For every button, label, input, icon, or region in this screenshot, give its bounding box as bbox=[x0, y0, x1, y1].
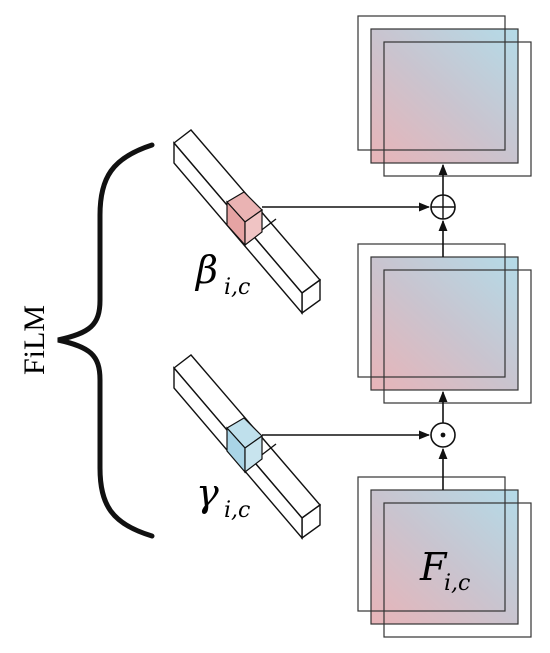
input-feature-block bbox=[357, 476, 532, 638]
beta-label: β i,c bbox=[194, 248, 250, 300]
film-bracket bbox=[57, 142, 155, 539]
film-label: FiLM bbox=[18, 305, 51, 375]
beta-subscript: i,c bbox=[224, 275, 250, 300]
feature-symbol: F bbox=[419, 545, 448, 589]
feature-label: F i,c bbox=[419, 545, 470, 596]
gamma-cell bbox=[226, 417, 263, 474]
arrows bbox=[262, 163, 448, 490]
scaled-feature-block bbox=[357, 243, 532, 404]
multiply-operator bbox=[430, 422, 456, 448]
beta-symbol: β bbox=[194, 248, 218, 292]
beta-cell bbox=[226, 191, 263, 247]
output-feature-block bbox=[357, 15, 532, 177]
feature-subscript: i,c bbox=[444, 571, 470, 596]
add-operator bbox=[430, 194, 456, 220]
gamma-subscript: i,c bbox=[224, 498, 250, 523]
gamma-label: γ i,c bbox=[196, 471, 250, 523]
gamma-symbol: γ bbox=[196, 471, 219, 515]
